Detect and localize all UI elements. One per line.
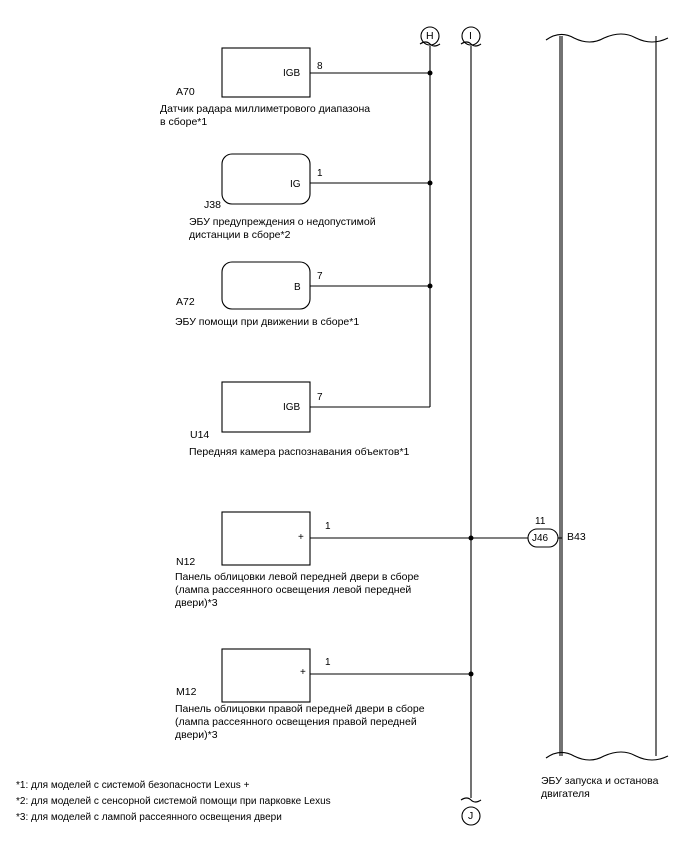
component-pin-j38: 1 (317, 168, 323, 179)
component-desc-j38-line1: ЭБУ предупреждения о недопустимой (189, 216, 376, 228)
component-terminal-a72: B (294, 282, 301, 293)
component-desc-a72-line1: ЭБУ помощи при движении в сборе*1 (175, 316, 360, 328)
ecu-break-bottom (545, 751, 669, 761)
component-code-j38: J38 (204, 199, 221, 211)
footnote-3: *3: для моделей с лампой рассеянного осв… (16, 812, 282, 823)
component-desc-m12-line2: (лампа рассеянного освещения правой пере… (175, 716, 417, 728)
component-box-j38 (221, 153, 311, 205)
component-desc-n12-line2: (лампа рассеянного освещения левой перед… (175, 584, 412, 596)
component-terminal-j38: IG (290, 179, 301, 190)
component-pin-n12: 1 (325, 521, 331, 532)
ecu-pin: 11 (535, 516, 546, 527)
connector-i-circle (461, 26, 481, 46)
component-desc-a70-line2: в сборе*1 (160, 116, 208, 128)
component-desc-a70-line1: Датчик радара миллиметрового диапазона (160, 103, 371, 115)
junction-dot-j38 (427, 180, 433, 186)
component-pin-a70: 8 (317, 61, 323, 72)
connector-j46-pill (527, 528, 559, 548)
component-desc-m12-line1: Панель облицовки правой передней двери в… (175, 703, 425, 715)
junction-dot-m12 (468, 671, 474, 677)
ecu-desc-line1: ЭБУ запуска и останова (541, 775, 659, 787)
component-pin-m12: 1 (325, 657, 331, 668)
component-terminal-a70: IGB (283, 68, 301, 79)
footnote-2: *2: для моделей с сенсорной системой пом… (16, 796, 331, 807)
junction-dot-n12 (468, 535, 474, 541)
component-desc-u14-line1: Передняя камера распознавания объектов*1 (189, 446, 410, 458)
component-code-a70: A70 (176, 86, 195, 98)
component-desc-j38-line2: дистанции в сборе*2 (189, 229, 291, 241)
connector-j-label: J (468, 810, 474, 822)
junction-dot-a70 (427, 70, 433, 76)
component-code-n12: N12 (176, 556, 196, 568)
junction-dot-a72 (427, 283, 433, 289)
component-desc-m12-line3: двери)*3 (175, 729, 218, 741)
component-code-u14: U14 (190, 429, 210, 441)
component-box-m12 (221, 648, 311, 703)
component-code-m12: M12 (176, 686, 197, 698)
component-desc-n12-line3: двери)*3 (175, 597, 218, 609)
ecu-connector-label: J46 (532, 533, 549, 544)
component-pin-u14: 7 (317, 392, 323, 403)
footnote-1: *1: для моделей с системой безопасности … (16, 780, 250, 791)
component-terminal-m12: + (300, 667, 306, 678)
component-pin-a72: 7 (317, 271, 323, 282)
connector-h-circle (420, 26, 440, 46)
ecu-break-top (545, 33, 669, 43)
component-code-a72: A72 (176, 296, 195, 308)
component-terminal-u14: IGB (283, 402, 301, 413)
component-desc-n12-line1: Панель облицовки левой передней двери в … (175, 571, 420, 583)
connector-j-circle (461, 806, 481, 826)
connector-h-label: H (426, 30, 434, 42)
component-box-n12 (221, 511, 311, 566)
bus-i-break-bottom (460, 797, 482, 803)
component-terminal-n12: + (298, 532, 304, 543)
ecu-desc-line2: двигателя (541, 788, 590, 800)
ecu-code: B43 (567, 531, 586, 543)
connector-i-label: I (469, 30, 472, 42)
